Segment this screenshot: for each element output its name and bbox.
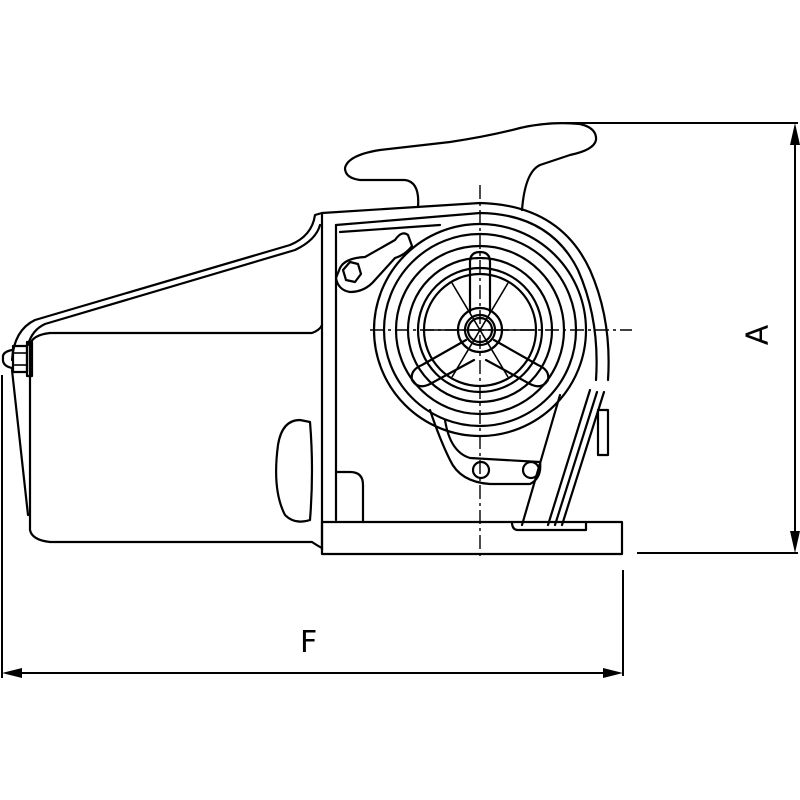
dimension-a: [565, 122, 800, 554]
dimension-label-f: F: [300, 625, 318, 660]
gearbox-frame: [320, 201, 610, 552]
hex-nut-icon: [341, 260, 363, 284]
inspection-window: [275, 418, 314, 523]
center-lines: [370, 185, 632, 556]
base-plate: [320, 388, 624, 556]
bolt-icon: [471, 460, 491, 480]
dimension-label-a: A: [740, 324, 776, 346]
chain-stripper-horn: [343, 122, 598, 212]
bolt-icon: [521, 460, 541, 480]
dimension-f: [1, 375, 624, 678]
brake-lever: [334, 232, 414, 294]
clutch-handle: [410, 250, 550, 388]
motor-housing: [10, 211, 324, 550]
cap-nut: [1, 340, 34, 378]
